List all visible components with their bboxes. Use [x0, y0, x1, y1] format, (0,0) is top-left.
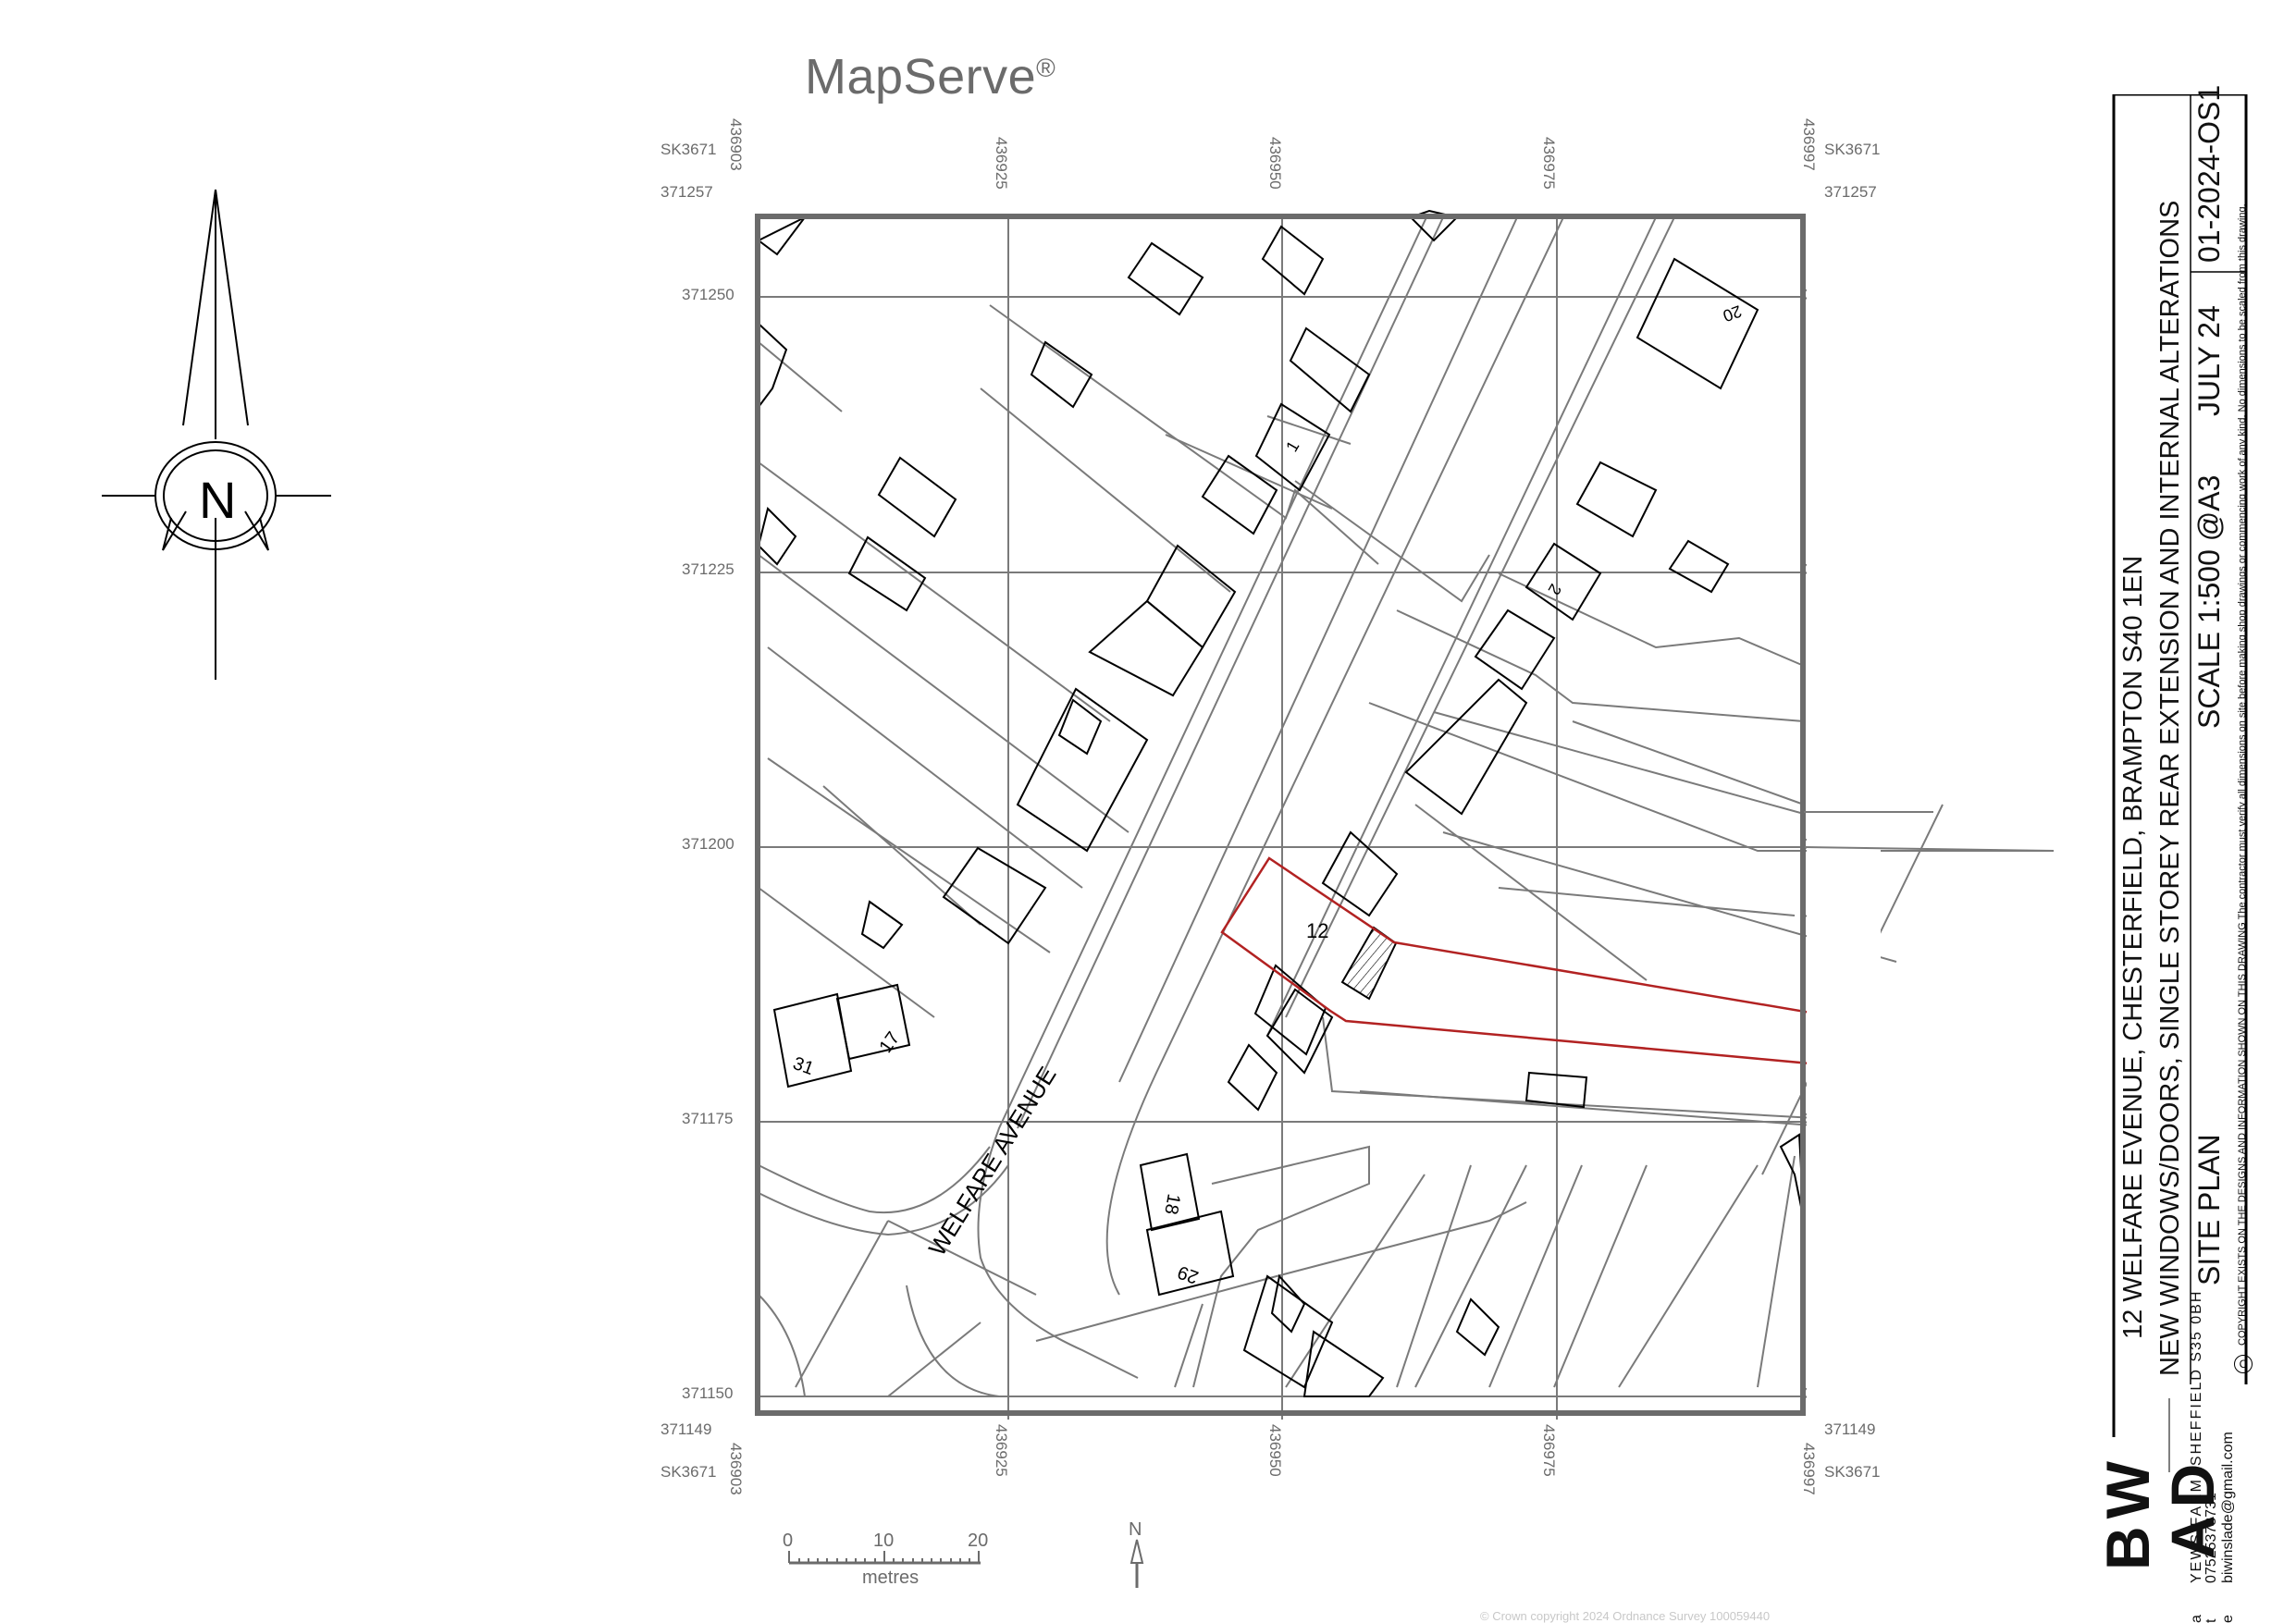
northing-left-371175: 371175 — [682, 1110, 734, 1127]
building-house-29 — [1145, 1210, 1235, 1297]
building — [1253, 964, 1327, 1056]
northing-bottom-left: 371149 — [660, 1420, 712, 1438]
building — [1088, 599, 1204, 697]
grid-ref-top-right: SK3671 — [1824, 141, 1881, 158]
building — [942, 846, 1047, 945]
northing-left-371200: 371200 — [682, 835, 734, 853]
building — [1265, 988, 1334, 1075]
building — [1474, 609, 1556, 691]
building — [1524, 542, 1602, 621]
easting-bottom-3: 436975 — [1540, 1424, 1558, 1477]
easting-bottom-0: 436903 — [727, 1443, 745, 1495]
house-number-29: 29 — [1175, 1261, 1201, 1287]
grid-ref-bottom-left: SK3671 — [660, 1463, 717, 1481]
easting-top-2: 436950 — [1266, 137, 1284, 190]
building — [757, 507, 797, 566]
building — [1668, 539, 1730, 594]
grid-lines — [759, 217, 1804, 1420]
north-arrow-label: N — [199, 471, 236, 529]
north-arrow-icon — [102, 189, 331, 680]
building-house-20 — [1636, 257, 1759, 390]
building — [1575, 461, 1658, 538]
brand-name: MapServe — [805, 49, 1037, 105]
contact-phone-label: t — [2203, 1618, 2219, 1623]
easting-top-0: 436903 — [727, 118, 745, 171]
building-house-1 — [1201, 454, 1278, 535]
drawing-number: 01-2024-OS1 — [2192, 84, 2226, 263]
copyright-icon: C — [2234, 1355, 2253, 1373]
building — [1289, 326, 1371, 413]
small-north-label: N — [1129, 1519, 1142, 1540]
northing-bottom-right: 371149 — [1824, 1420, 1876, 1438]
building — [1254, 402, 1331, 492]
building — [1057, 698, 1103, 756]
title-block — [2109, 94, 2250, 1622]
brand-mark: ® — [1036, 54, 1056, 82]
boundary-overrun — [1804, 846, 2055, 852]
scale-unit: metres — [862, 1568, 919, 1588]
building — [1227, 1043, 1278, 1112]
mapserve-brand: MapServe® — [805, 48, 1055, 105]
street-label-welfare-avenue: WELFARE AVENUE — [923, 1062, 1062, 1260]
building — [1524, 1071, 1588, 1109]
easting-top-4: 436997 — [1800, 118, 1818, 171]
building-house-12 — [1321, 830, 1399, 917]
building — [1404, 678, 1528, 816]
contact-email[interactable]: biwinslade@gmail.com — [2220, 1432, 2236, 1583]
building — [847, 535, 927, 612]
northing-top-right: 371257 — [1824, 183, 1877, 201]
building — [1127, 241, 1204, 316]
os-copyright: © Crown copyright 2024 Ordnance Survey 1… — [1480, 1609, 1770, 1623]
building — [877, 456, 957, 538]
northing-top-left: 371257 — [660, 183, 713, 201]
project-description: NEW WINDOWS/DOORS, SINGLE STOREY REAR EX… — [2155, 200, 2185, 1376]
scale-tick-20: 20 — [968, 1531, 988, 1551]
building — [757, 216, 806, 256]
drawing-scale: SCALE 1:500 @A3 — [2192, 474, 2226, 729]
building-house-18 — [1139, 1152, 1201, 1232]
house-number-20: 20 — [1721, 301, 1745, 326]
copyright-note: COPYRIGHT EXISTS ON THE DESIGNS AND INFO… — [2237, 203, 2248, 1346]
house-number-12: 12 — [1306, 919, 1328, 942]
northing-left-371250: 371250 — [682, 286, 734, 303]
building-house-17 — [835, 983, 911, 1061]
grid-ref-top-left: SK3671 — [660, 141, 717, 158]
small-north-arrow-icon — [1129, 1539, 1144, 1588]
drawing-title: SITE PLAN — [2192, 1134, 2226, 1285]
building — [758, 321, 788, 410]
building — [1016, 687, 1149, 853]
easting-bottom-1: 436925 — [993, 1424, 1010, 1477]
drawing-date: JULY 24 — [2192, 305, 2226, 416]
building-house-31 — [772, 992, 853, 1088]
northing-left-371150: 371150 — [682, 1384, 734, 1402]
easting-bottom-4: 436997 — [1800, 1443, 1818, 1495]
building — [1270, 1273, 1306, 1334]
building — [1455, 1297, 1500, 1357]
project-address: 12 WELFARE EVENUE, CHESTERFIELD, BRAMPTO… — [2118, 555, 2148, 1339]
map-frame — [755, 214, 1806, 1416]
scale-bar — [788, 1551, 981, 1565]
building — [1030, 340, 1093, 409]
building — [1261, 225, 1325, 296]
site-boundary[interactable] — [1220, 856, 1841, 1065]
contact-phone: 07525373731 — [2203, 1493, 2219, 1583]
northing-left-371225: 371225 — [682, 560, 734, 578]
building — [860, 900, 904, 950]
building — [1302, 1330, 1385, 1397]
building — [1242, 1274, 1334, 1389]
easting-top-1: 436925 — [993, 137, 1010, 190]
scale-tick-0: 0 — [783, 1531, 793, 1551]
easting-top-3: 436975 — [1540, 137, 1558, 190]
easting-bottom-2: 436950 — [1266, 1424, 1284, 1477]
scale-tick-10: 10 — [873, 1531, 894, 1551]
contact-email-label: e — [2220, 1615, 2236, 1623]
house-number-31: 31 — [790, 1053, 816, 1079]
house-number-1: 1 — [1282, 437, 1302, 455]
grid-ref-bottom-right: SK3671 — [1824, 1463, 1881, 1481]
house-number-18: 18 — [1160, 1192, 1184, 1216]
logo-bw: BW — [2093, 1454, 2162, 1570]
